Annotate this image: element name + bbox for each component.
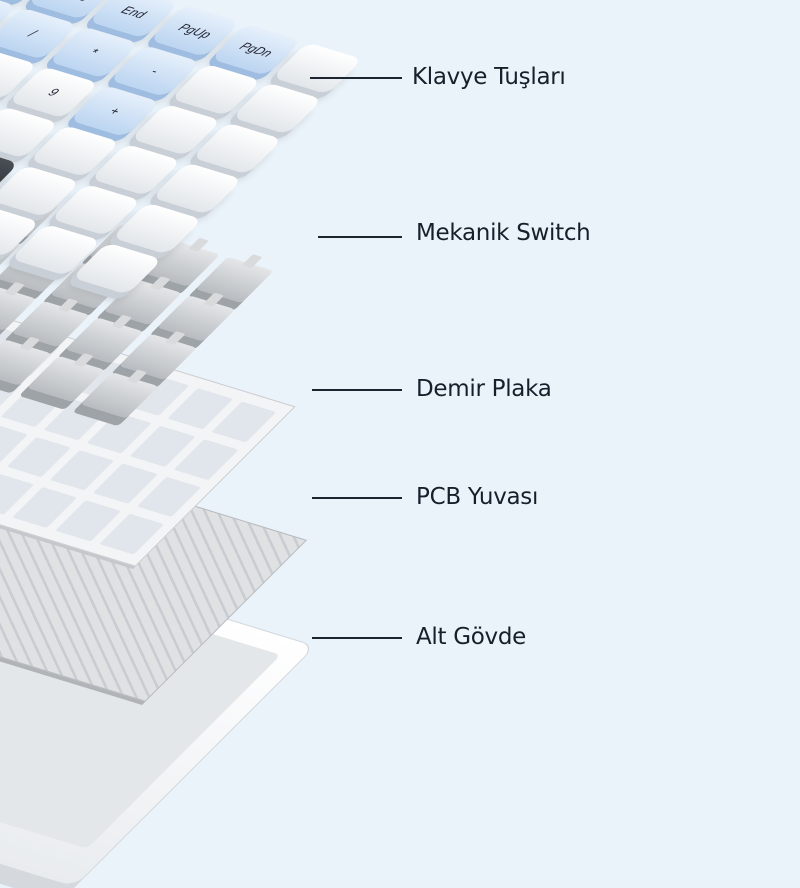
leader-line-plate: [312, 389, 402, 391]
leader-line-switch: [318, 236, 402, 238]
leader-line-case: [312, 637, 402, 639]
leader-line-pcb: [312, 497, 402, 499]
label-pcb: PCB Yuvası: [416, 484, 539, 510]
leader-line-keycaps: [310, 77, 402, 79]
label-plate: Demir Plaka: [416, 376, 552, 402]
label-switch: Mekanik Switch: [416, 220, 591, 246]
label-keycaps: Klavye Tuşları: [412, 64, 566, 90]
label-case: Alt Gövde: [416, 624, 527, 650]
